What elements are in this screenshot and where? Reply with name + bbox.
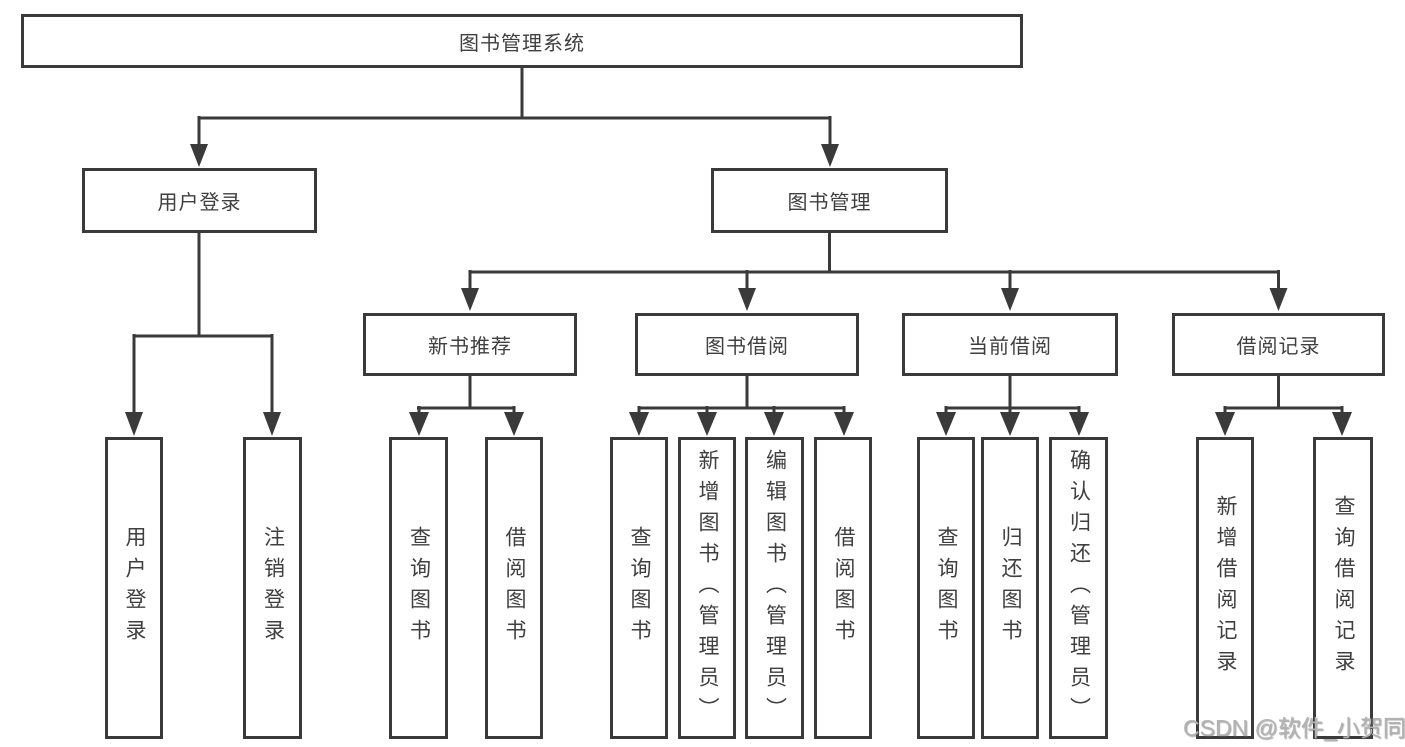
node-book-management-label: 图书管理 [787,192,872,214]
node-root: 图书管理系统 [21,14,1023,68]
leaf-borrow-books: 借阅图书 [814,437,872,739]
leaf-borrow-books-recommend: 借阅图书 [485,437,543,739]
leaf-add-book-admin: 新增图书（管理员） [678,437,736,739]
arrowhead [504,412,524,436]
node-book-borrow-label: 图书借阅 [705,336,789,358]
arrowhead [1069,412,1089,436]
arrowhead [461,288,479,311]
arrowhead [409,412,429,436]
leaf-edit-book-admin: 编辑图书（管理员） [745,437,804,739]
leaf-query-borrow-record-label: 查询借阅记录 [1332,495,1355,681]
csdn-watermark: CSDN @软件_小贺同学 [1183,715,1405,741]
leaf-query-books-current: 查询图书 [917,437,975,739]
leaf-logout: 注销登录 [243,437,302,739]
leaf-edit-book-admin-label: 编辑图书（管理员） [763,448,787,728]
leaf-query-borrow-record: 查询借阅记录 [1313,437,1373,739]
leaf-query-books-current-label: 查询图书 [935,526,958,650]
leaf-return-book-label: 归还图书 [999,526,1022,650]
arrowhead [834,412,854,436]
leaf-query-books-borrow: 查询图书 [610,437,668,739]
node-borrow-records: 借阅记录 [1172,313,1385,376]
arrowhead [1215,412,1235,436]
arrowhead [629,412,649,436]
leaf-add-borrow-record: 新增借阅记录 [1196,437,1254,739]
arrowhead [1000,412,1020,436]
leaf-logout-label: 注销登录 [261,526,285,650]
connector-bookborrow-to-leaves [637,374,846,414]
node-borrow-records-label: 借阅记录 [1236,336,1321,358]
leaf-user-login: 用户登录 [105,437,163,739]
arrowhead [936,412,956,436]
node-book-management: 图书管理 [711,168,948,233]
arrowhead [1001,288,1019,311]
connector-bookmgmt-to-level3 [468,231,1280,290]
arrowhead [738,288,756,311]
arrowhead [263,412,281,436]
leaf-query-books-recommend-label: 查询图书 [407,526,431,650]
connector-newbook-to-leaves [417,374,516,414]
leaf-borrow-books-label: 借阅图书 [832,526,855,650]
arrowhead [821,144,839,167]
connector-records-to-leaves [1223,374,1344,414]
leaf-query-books-recommend: 查询图书 [389,437,448,739]
arrowhead [697,412,717,436]
arrowhead [1269,288,1288,311]
node-current-borrow-label: 当前借阅 [968,336,1052,358]
arrowhead [190,144,208,167]
leaf-add-borrow-record-label: 新增借阅记录 [1214,495,1237,681]
connector-root-to-level2 [197,66,832,146]
leaf-add-book-admin-label: 新增图书（管理员） [696,448,719,728]
leaf-confirm-return-admin: 确认归还（管理员） [1049,437,1108,739]
arrowhead [764,412,784,436]
node-user-login: 用户登录 [82,168,317,233]
node-new-book-recommend-label: 新书推荐 [428,336,512,358]
node-new-book-recommend: 新书推荐 [363,313,577,376]
node-book-borrow: 图书借阅 [635,313,859,376]
leaf-return-book: 归还图书 [981,437,1039,739]
leaf-query-books-borrow-label: 查询图书 [628,526,651,650]
arrowhead [125,412,143,436]
leaf-confirm-return-admin-label: 确认归还（管理员） [1067,448,1091,728]
leaf-borrow-books-recommend-label: 借阅图书 [503,526,526,650]
node-root-label: 图书管理系统 [459,32,585,55]
node-current-borrow: 当前借阅 [902,313,1118,376]
connector-userlogin-to-leaves [132,231,274,414]
connector-currentborrow-to-leaves [944,374,1081,414]
arrowhead [1332,412,1352,436]
leaf-user-login-label: 用户登录 [123,526,146,650]
node-user-login-label: 用户登录 [157,192,242,214]
